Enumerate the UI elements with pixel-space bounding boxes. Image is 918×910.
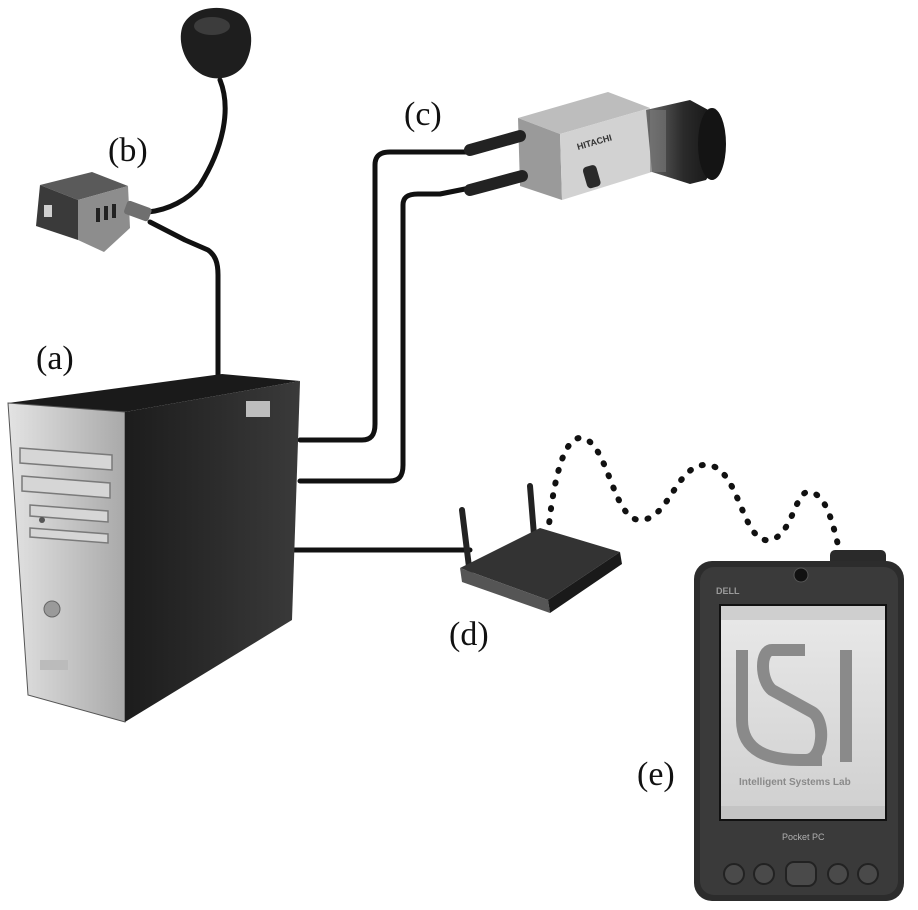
camera-connector-bottom bbox=[464, 170, 528, 196]
wireless-router bbox=[459, 483, 622, 613]
gps-box-top bbox=[40, 172, 128, 200]
camera-connector-top bbox=[464, 130, 526, 156]
video-camera: HITACHI bbox=[464, 92, 726, 200]
pda-button-4 bbox=[857, 863, 879, 885]
camera-body-front bbox=[560, 108, 652, 200]
gps-box-front bbox=[36, 185, 78, 240]
camera-cable-lower bbox=[297, 185, 473, 484]
pda-footer-label: Pocket PC bbox=[782, 832, 825, 842]
gps-connector bbox=[124, 200, 152, 222]
camera-body-top bbox=[518, 92, 650, 134]
camera-body-side bbox=[518, 118, 562, 200]
pda-screen-titlebar bbox=[721, 606, 885, 620]
gps-antenna-cable bbox=[145, 77, 228, 215]
pda-buttons bbox=[723, 861, 879, 887]
front-badge bbox=[40, 660, 68, 670]
pda-button-1 bbox=[723, 863, 745, 885]
router-side bbox=[548, 552, 622, 613]
tower-side bbox=[125, 381, 300, 722]
pda-screen-logo-text: Intelligent Systems Lab bbox=[739, 777, 851, 788]
tower-top bbox=[8, 374, 300, 412]
lens-front bbox=[698, 108, 726, 180]
drive-bays bbox=[19, 447, 113, 544]
pda-button-2 bbox=[753, 863, 775, 885]
case-sticker bbox=[246, 401, 270, 417]
pda-navpad bbox=[785, 861, 817, 887]
gps-to-computer-cable bbox=[147, 219, 221, 381]
label-a: (a) bbox=[36, 340, 74, 377]
power-button bbox=[43, 600, 61, 618]
pda-button-3 bbox=[827, 863, 849, 885]
pda-brand: DELL bbox=[716, 586, 740, 596]
router-antenna-right bbox=[527, 483, 537, 538]
isl-logo bbox=[736, 644, 852, 766]
label-b: (b) bbox=[108, 132, 148, 169]
cables bbox=[145, 77, 498, 553]
pda-camera-icon bbox=[793, 567, 809, 583]
pda-screen-bottombar bbox=[721, 806, 885, 819]
pocket-pc: DELL Intelligent Systems Lab Pocket PC bbox=[694, 550, 904, 901]
router-front bbox=[460, 568, 550, 613]
label-c: (c) bbox=[404, 96, 442, 133]
label-d: (d) bbox=[449, 616, 489, 653]
gps-receiver bbox=[36, 7, 252, 252]
wireless-link bbox=[545, 434, 841, 548]
label-e: (e) bbox=[637, 756, 675, 793]
desktop-computer bbox=[7, 374, 300, 723]
router-top bbox=[460, 528, 620, 600]
camera-cable-upper bbox=[297, 142, 498, 443]
camera-button bbox=[582, 165, 601, 189]
led-icon bbox=[39, 517, 45, 523]
